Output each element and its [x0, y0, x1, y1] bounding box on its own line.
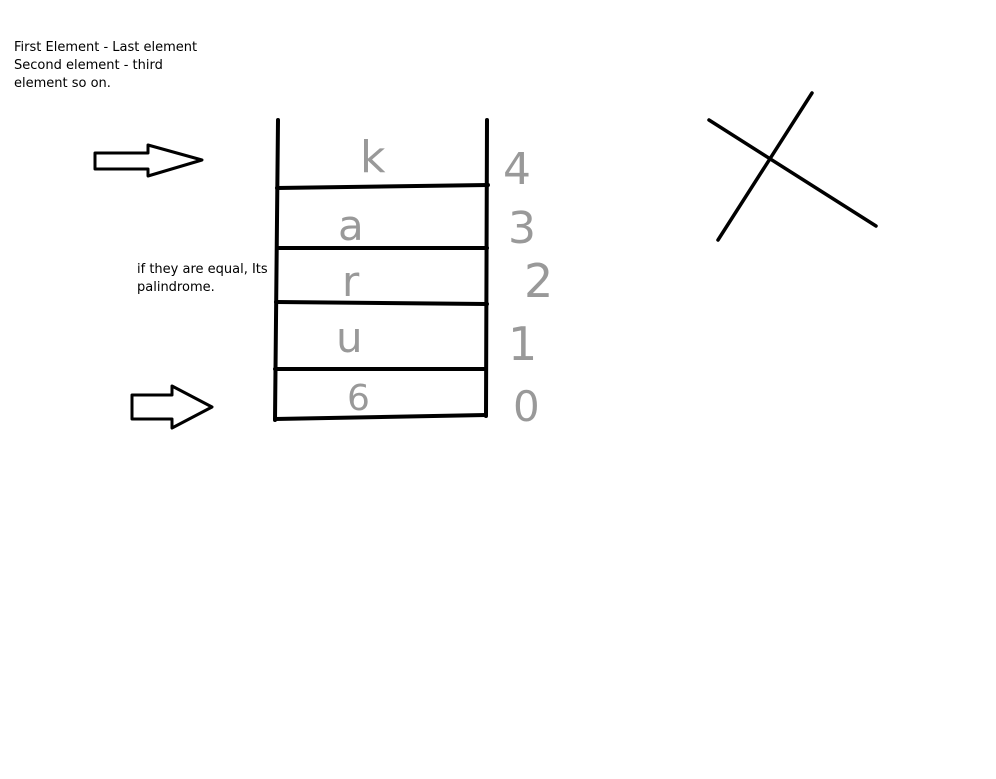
stack-divider: [275, 183, 490, 190]
cell-index: 2: [524, 254, 553, 308]
cell-index: 4: [503, 144, 531, 195]
stack-left-wall: [273, 118, 280, 422]
note-line: element so on.: [14, 76, 111, 91]
cell-index: 1: [508, 317, 537, 371]
cell-letter: k: [360, 132, 386, 183]
stack-bottom: [273, 413, 488, 421]
cell-letter: u: [336, 313, 363, 362]
cell-letter: r: [342, 257, 360, 306]
right-arrow-icon: [93, 143, 204, 178]
note-line: First Element - Last element: [14, 40, 198, 55]
stack-diagram: [273, 118, 490, 422]
instruction-note: First Element - Last element Second elem…: [14, 39, 197, 93]
cell-index: 3: [508, 203, 536, 254]
stack-right-wall: [484, 118, 489, 418]
stack-indices: 4 3 2 1 0: [503, 144, 553, 431]
cell-letter: a: [338, 201, 364, 250]
note-line: palindrome.: [137, 280, 215, 295]
right-arrow-icon: [130, 384, 214, 430]
cross-icon: [707, 91, 878, 242]
palindrome-note: if they are equal, Its palindrome.: [137, 261, 268, 297]
cell-index: 0: [513, 382, 540, 431]
stack-divider: [274, 300, 489, 306]
note-line: Second element - third: [14, 58, 163, 73]
cell-letter: 6: [347, 378, 370, 419]
stack-letters: k a r u 6: [336, 132, 386, 419]
note-line: if they are equal, Its: [137, 262, 268, 277]
